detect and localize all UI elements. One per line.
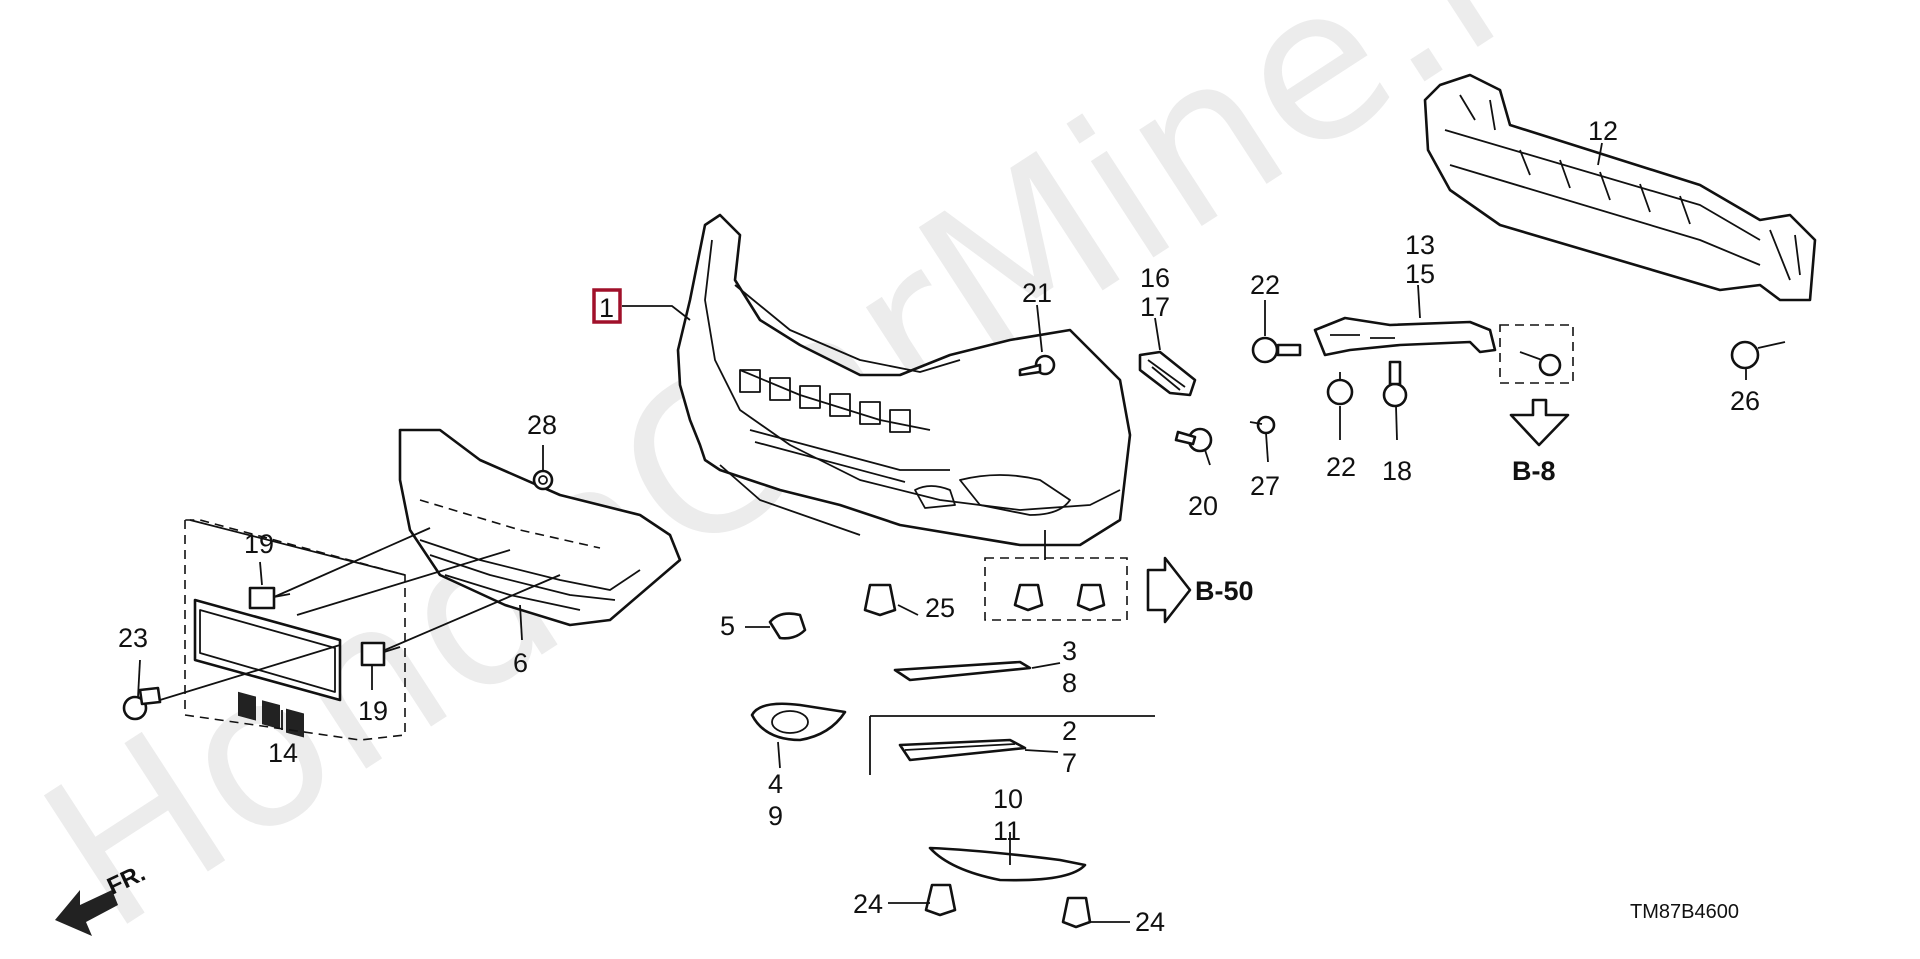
part-label-22-upper[interactable]: 22 (1250, 270, 1280, 300)
part-label-27[interactable]: 27 (1250, 471, 1280, 501)
b8-arrow-icon (1509, 398, 1570, 447)
lower-molding[interactable] (898, 738, 1027, 762)
part-label-1[interactable]: 1 (599, 293, 614, 323)
fastener-b50-clips[interactable] (1013, 583, 1106, 612)
fastener-22-bolt-lower[interactable] (1326, 372, 1354, 406)
license-plate-base[interactable] (193, 598, 342, 738)
part-label-28[interactable]: 28 (527, 410, 557, 440)
drawing-code: TM87B4600 (1630, 901, 1739, 923)
b50-fastener-group (984, 557, 1128, 621)
part-label-16[interactable]: 16 (1140, 263, 1170, 293)
part-label-18[interactable]: 18 (1382, 456, 1412, 486)
fastener-27-screw[interactable] (1249, 415, 1276, 435)
fastener-b8-bolt[interactable] (1519, 351, 1562, 377)
fog-light-cap[interactable] (768, 612, 807, 640)
part-label-22-lower[interactable]: 22 (1326, 452, 1356, 482)
side-spacer-bracket[interactable] (1313, 316, 1497, 357)
part-label-2[interactable]: 2 (1062, 716, 1077, 746)
part-label-17[interactable]: 17 (1140, 292, 1170, 322)
part-label-20[interactable]: 20 (1188, 491, 1218, 521)
part-label-19-lower[interactable]: 19 (358, 696, 388, 726)
fastener-18-bolt[interactable] (1382, 360, 1408, 408)
b8-fastener-group (1499, 324, 1574, 384)
part-label-7[interactable]: 7 (1062, 748, 1077, 778)
fastener-25-clip[interactable] (863, 583, 897, 617)
part-label-19-upper[interactable]: 19 (244, 529, 274, 559)
fastener-23-bolt[interactable] (122, 686, 162, 721)
part-label-26[interactable]: 26 (1730, 386, 1760, 416)
fastener-21-screw[interactable] (1018, 354, 1056, 377)
part-label-6[interactable]: 6 (513, 648, 528, 678)
fog-light-garnish[interactable] (750, 702, 847, 742)
fastener-26-bolt[interactable] (1730, 340, 1786, 370)
part-label-24-right[interactable]: 24 (1135, 907, 1165, 937)
part-label-21[interactable]: 21 (1022, 278, 1052, 308)
part-label-4[interactable]: 4 (768, 769, 783, 799)
highlighted-part-box[interactable] (592, 288, 622, 324)
fastener-19-clip-lower[interactable] (360, 641, 401, 667)
upper-molding[interactable] (893, 660, 1032, 682)
part-label-23[interactable]: 23 (118, 623, 148, 653)
part-label-25[interactable]: 25 (925, 593, 955, 623)
part-label-5[interactable]: 5 (720, 611, 735, 641)
part-label-10[interactable]: 10 (993, 784, 1023, 814)
part-label-12[interactable]: 12 (1588, 116, 1618, 146)
fastener-24-clip-right[interactable] (1061, 896, 1092, 929)
front-direction-arrow-icon (55, 890, 118, 936)
assembly-lines (159, 519, 561, 701)
part-label-11[interactable]: 11 (993, 816, 1021, 846)
bumper-side-bracket[interactable] (1138, 350, 1197, 397)
fastener-22-bolt-left[interactable] (1251, 336, 1302, 364)
part-label-9[interactable]: 9 (768, 801, 783, 831)
license-plate-group-outline (184, 519, 406, 741)
fastener-24-clip-left[interactable] (924, 883, 957, 917)
reference-b8[interactable]: B-8 (1512, 456, 1556, 486)
part-label-24-left[interactable]: 24 (853, 889, 883, 919)
part-label-15[interactable]: 15 (1405, 259, 1435, 289)
part-label-14[interactable]: 14 (268, 738, 298, 768)
part-label-8[interactable]: 8 (1062, 668, 1077, 698)
part-label-13[interactable]: 13 (1405, 230, 1435, 260)
fastener-28-nut[interactable] (532, 469, 554, 491)
bumper-reinforcement-beam[interactable] (1423, 73, 1817, 302)
b50-arrow-icon (1146, 556, 1192, 624)
spoiler-strip[interactable] (928, 846, 1087, 882)
reference-b50[interactable]: B-50 (1195, 576, 1254, 606)
leader-lines (137, 142, 1747, 923)
part-label-3[interactable]: 3 (1062, 636, 1077, 666)
fastener-20-screw[interactable] (1174, 427, 1213, 453)
front-bumper-face[interactable] (676, 213, 1132, 547)
